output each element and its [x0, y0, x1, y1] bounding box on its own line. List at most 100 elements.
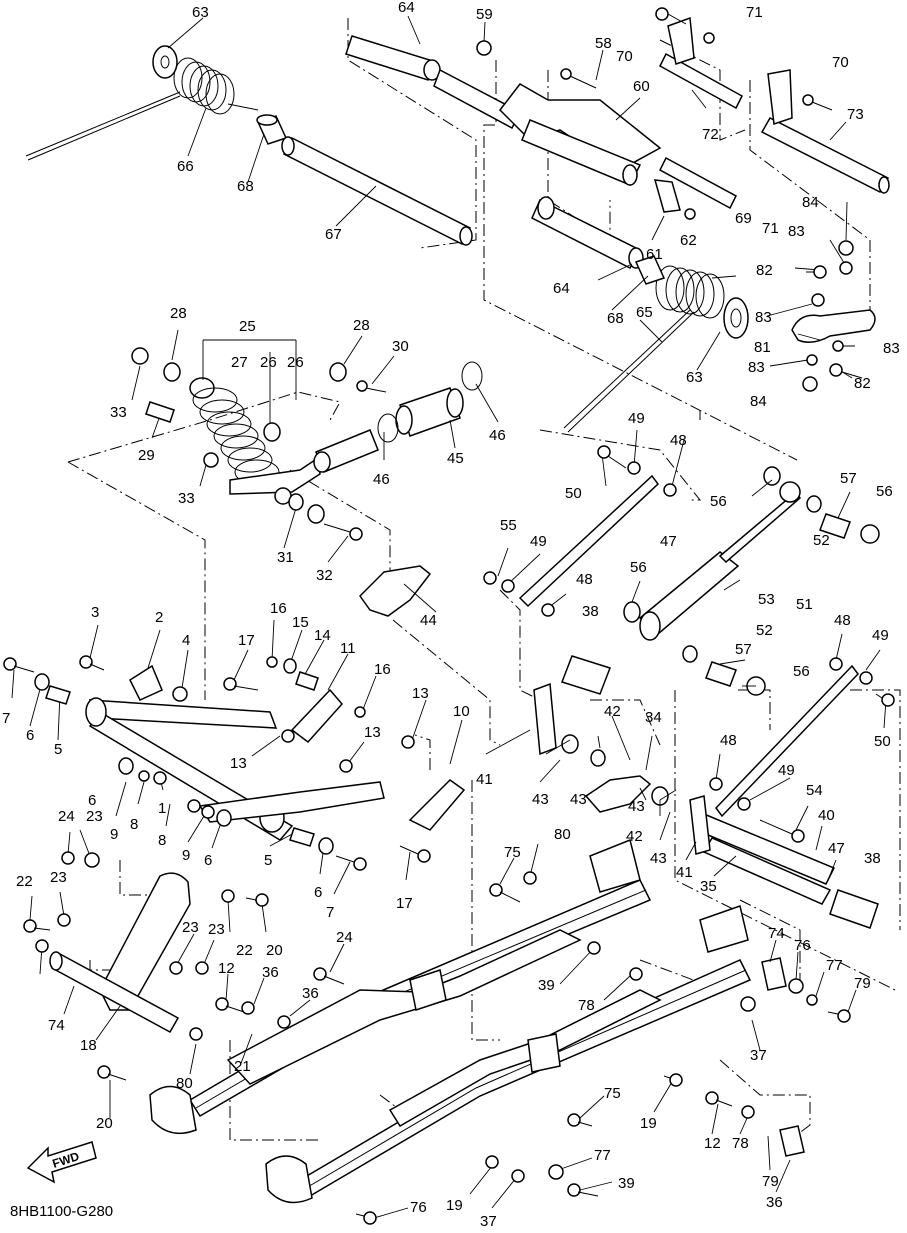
callout-label: 22	[16, 873, 33, 890]
callout-label: 61	[646, 246, 663, 263]
callout-label: 84	[750, 393, 767, 410]
callout-label: 65	[636, 304, 653, 321]
callout-label: 74	[48, 1017, 65, 1034]
callout-label: 38	[864, 850, 881, 867]
callout-label: 23	[208, 921, 225, 938]
slide-rails	[149, 838, 752, 1204]
callout-label: 28	[170, 305, 187, 322]
callout-label: 57	[840, 470, 857, 487]
callout-label: 48	[576, 571, 593, 588]
callout-label: 12	[218, 960, 235, 977]
callout-label: 50	[874, 733, 891, 750]
callout-label: 83	[788, 223, 805, 240]
callout-label: 83	[748, 359, 765, 376]
callout-label: 51	[796, 596, 813, 613]
callout-label: 81	[754, 339, 771, 356]
callout-label: 13	[412, 685, 429, 702]
callout-label: 4	[182, 632, 190, 649]
callout-label: 43	[570, 791, 587, 808]
callout-label: 23	[182, 919, 199, 936]
callout-label: 27	[231, 354, 248, 371]
callout-label: 16	[374, 661, 391, 678]
callout-label: 37	[750, 1047, 767, 1064]
callout-label: 23	[50, 869, 67, 886]
callout-label: 17	[396, 895, 413, 912]
callout-label: 49	[872, 627, 889, 644]
callout-label: 72	[702, 126, 719, 143]
callout-label: 5	[264, 852, 272, 869]
callout-label: 56	[630, 559, 647, 576]
callout-label: 52	[756, 622, 773, 639]
callout-label: 14	[314, 627, 331, 644]
callout-label: 56	[793, 663, 810, 680]
callout-label: 39	[538, 977, 555, 994]
callout-label: 8	[158, 832, 166, 849]
callout-label: 39	[618, 1175, 635, 1192]
callout-label: 36	[262, 964, 279, 981]
callout-label: 67	[325, 226, 342, 243]
callout-label: 1	[158, 800, 166, 817]
callout-label: 63	[686, 369, 703, 386]
callout-label: 17	[238, 632, 255, 649]
callout-label: 48	[834, 612, 851, 629]
callout-label: 42	[626, 828, 643, 845]
callout-label: 71	[746, 4, 763, 21]
callout-label: 76	[794, 937, 811, 954]
fwd-arrow-icon: FWD	[26, 1141, 97, 1184]
callout-label: 42	[604, 703, 621, 720]
callout-label: 47	[828, 840, 845, 857]
callout-label: 44	[420, 612, 437, 629]
callout-label: 64	[398, 0, 415, 16]
torsion-spring-right	[563, 265, 737, 433]
callout-label: 5	[54, 741, 62, 758]
callout-label: 32	[316, 567, 333, 584]
callout-label: 33	[110, 404, 127, 421]
callout-label: 55	[500, 517, 517, 534]
callout-label: 15	[292, 614, 309, 631]
callout-label: 20	[96, 1115, 113, 1132]
callout-label: 35	[700, 878, 717, 895]
callout-label: 8	[130, 816, 138, 833]
callout-label: 66	[177, 158, 194, 175]
callout-label: 24	[58, 808, 75, 825]
callout-label: 9	[110, 826, 118, 843]
callout-label: 54	[806, 782, 823, 799]
callout-label: 19	[640, 1115, 657, 1132]
callout-label: 9	[182, 847, 190, 864]
callout-label: 75	[504, 844, 521, 861]
callout-label: 52	[813, 532, 830, 549]
callout-label: 53	[758, 591, 775, 608]
callout-label: 63	[192, 4, 209, 21]
callout-label: 36	[766, 1194, 783, 1211]
callout-label: 6	[26, 727, 34, 744]
callout-label: 78	[732, 1135, 749, 1152]
callout-label: 43	[628, 798, 645, 815]
callout-label: 48	[720, 732, 737, 749]
callout-label: 60	[633, 78, 650, 95]
callout-label: 41	[476, 771, 493, 788]
drawing-code: 8HB1100-G280	[10, 1203, 113, 1220]
callout-label: 37	[480, 1213, 497, 1230]
callout-label: 79	[762, 1173, 779, 1190]
callout-label: 75	[604, 1085, 621, 1102]
callout-label: 46	[489, 427, 506, 444]
callout-label: 80	[554, 826, 571, 843]
callout-label: 58	[595, 35, 612, 52]
callout-label: 38	[582, 603, 599, 620]
callout-label: 70	[616, 48, 633, 65]
callout-label: 78	[578, 997, 595, 1014]
callout-label: 13	[364, 724, 381, 741]
callout-label: 76	[410, 1199, 427, 1216]
callout-label: 41	[676, 864, 693, 881]
callout-label: 29	[138, 447, 155, 464]
callout-label: 74	[768, 925, 785, 942]
callout-label: 31	[277, 549, 294, 566]
callout-label: 50	[565, 485, 582, 502]
callout-label: 45	[447, 450, 464, 467]
callout-label: 21	[234, 1058, 251, 1075]
callout-label: 77	[826, 957, 843, 974]
callout-label: 16	[270, 600, 287, 617]
callout-label: 34	[645, 709, 662, 726]
callout-label: 83	[883, 340, 900, 357]
